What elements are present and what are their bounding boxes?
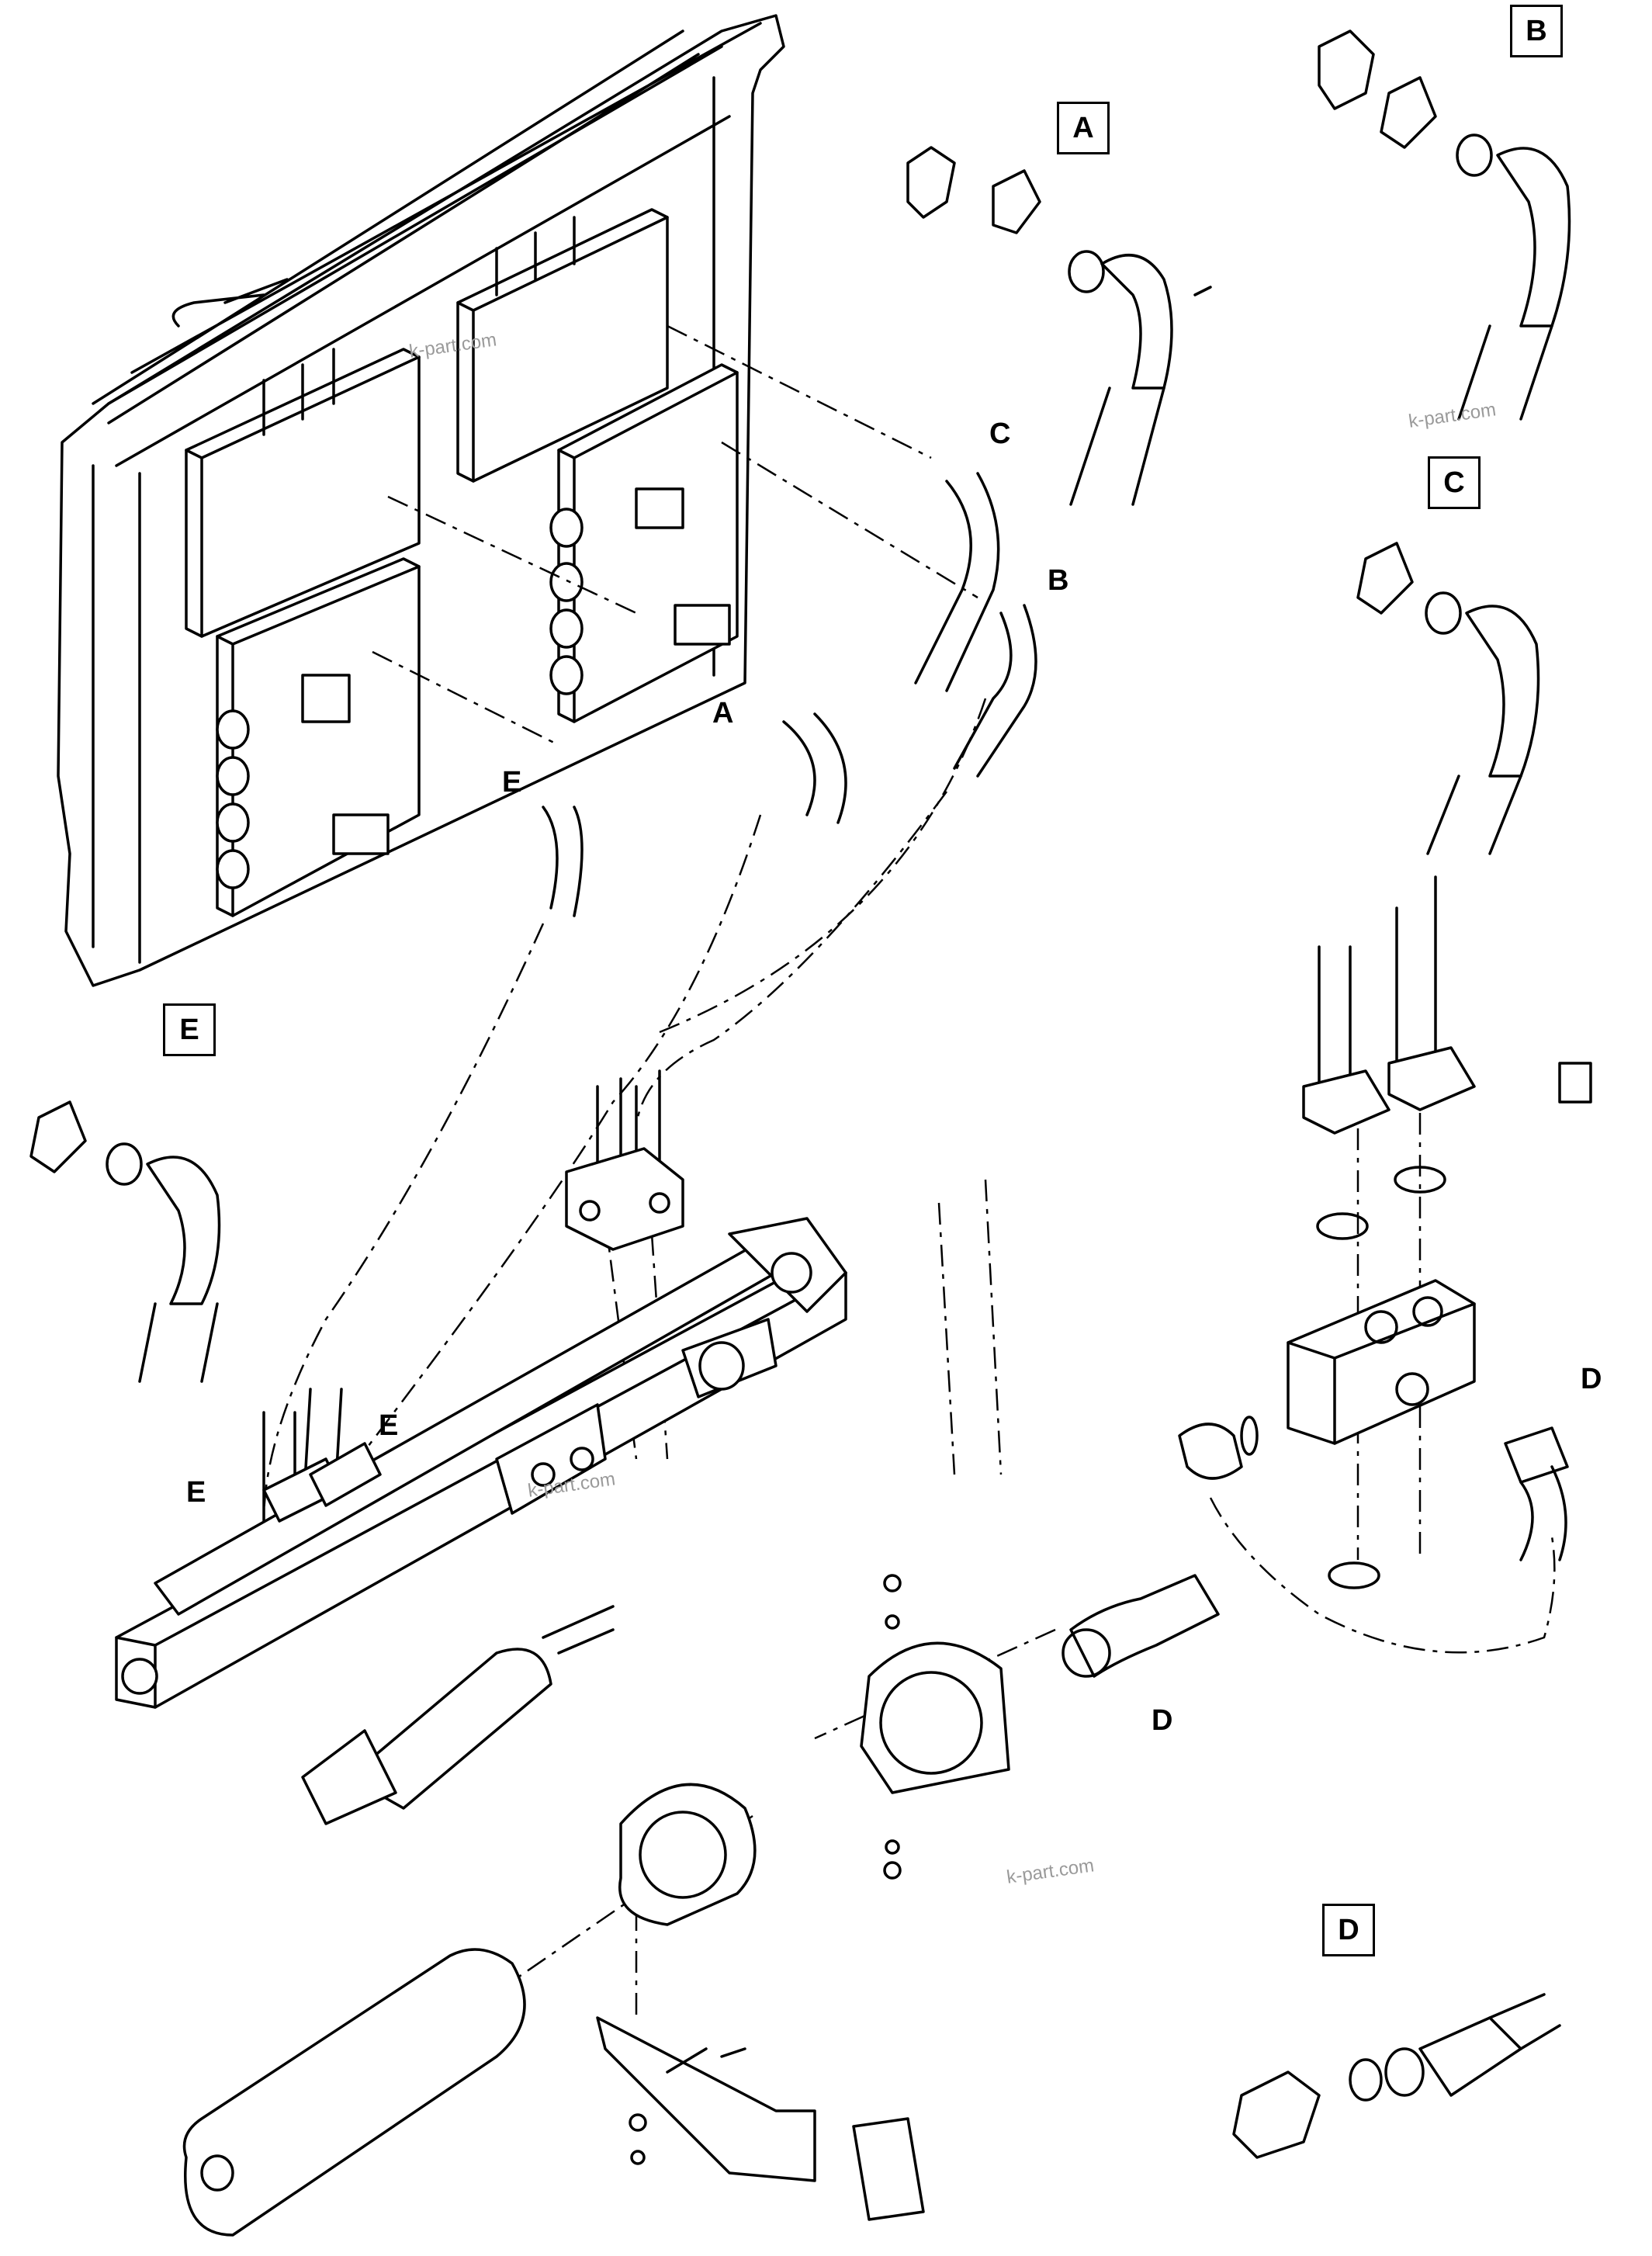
- callout-e-rail-right: E: [379, 1409, 399, 1442]
- detail-box-a: A: [1057, 102, 1110, 154]
- detail-box-e: E: [163, 1003, 216, 1056]
- detail-view-a: [906, 146, 1212, 506]
- detail-view-c: [1356, 542, 1540, 855]
- pipe-routing: [262, 324, 1556, 2018]
- detail-box-b: B: [1510, 5, 1563, 57]
- callout-b: B: [1048, 564, 1069, 597]
- accumulator-assembly: [182, 1574, 1220, 2237]
- distribution-block-assembly: [1178, 875, 1592, 1589]
- callout-e-valve: E: [502, 766, 522, 799]
- detail-view-b: [1318, 29, 1571, 421]
- detail-view-d: [1232, 1993, 1561, 2159]
- manifold-rail: [115, 1147, 847, 1709]
- callout-a: A: [712, 697, 734, 729]
- callout-c: C: [989, 418, 1011, 450]
- detail-box-d: D: [1322, 1904, 1375, 1956]
- valve-frame-assembly: [57, 14, 785, 987]
- callout-e-rail-left: E: [186, 1476, 206, 1509]
- detail-box-c: C: [1428, 456, 1481, 509]
- callout-d-top: D: [1581, 1363, 1602, 1395]
- callout-d-flange: D: [1152, 1704, 1173, 1737]
- detail-view-e: [29, 1100, 221, 1383]
